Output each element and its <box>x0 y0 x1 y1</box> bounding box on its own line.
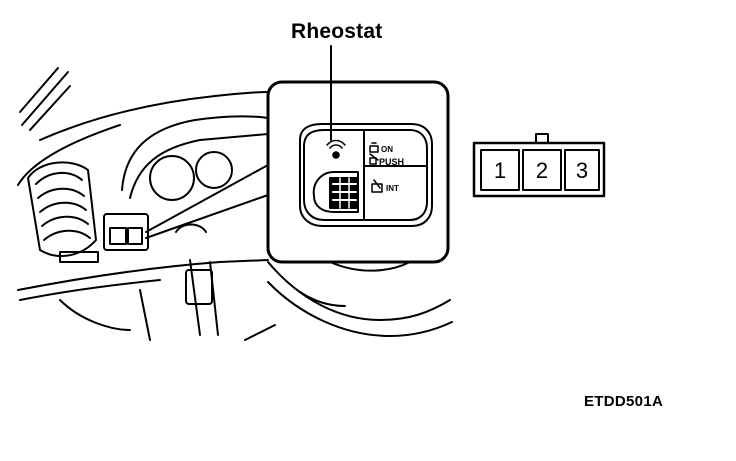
dash-switch <box>103 213 149 251</box>
washer-icon <box>369 142 379 153</box>
dashboard-edge <box>17 124 121 186</box>
cluster-hood <box>121 115 269 191</box>
washer-push-icon <box>369 153 379 165</box>
illumination-icon <box>326 139 346 159</box>
dashboard-top <box>39 91 269 141</box>
wiper-icon <box>371 179 383 193</box>
figure-code: ETDD501A <box>584 393 664 410</box>
lower-dash <box>17 259 269 291</box>
connector <box>472 133 606 198</box>
steering-wheel <box>175 223 453 341</box>
connector-pin-3: 3 <box>575 158 589 183</box>
label-push: PUSH <box>379 157 404 167</box>
air-vent <box>27 161 99 263</box>
combination-switch <box>299 123 433 227</box>
label-int: INT <box>386 184 399 193</box>
magnifier-line-top <box>145 164 269 233</box>
windshield-lines <box>19 67 71 131</box>
connector-pin-2: 2 <box>535 158 549 183</box>
connector-pin-1: 1 <box>493 158 507 183</box>
magnifier-line-bottom <box>145 194 269 239</box>
label-on: ON <box>381 145 393 154</box>
rheostat-callout-label: Rheostat <box>291 20 383 43</box>
